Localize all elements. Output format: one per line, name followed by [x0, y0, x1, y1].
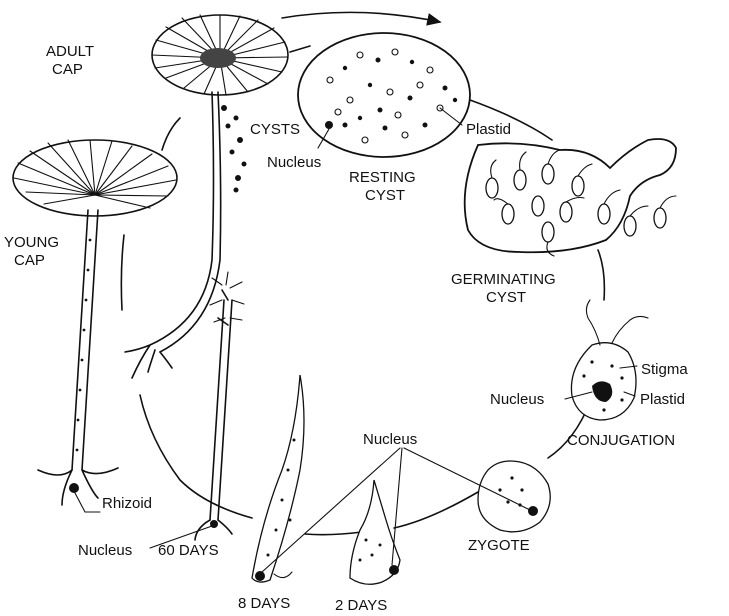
young-stalk-right [82, 210, 98, 470]
sixty-day-stalk [210, 300, 232, 520]
label-adult: ADULT [46, 43, 94, 60]
gamete-flagella [586, 300, 648, 345]
two-day-nucleus [389, 565, 399, 575]
label-conjugation: CONJUGATION [567, 432, 675, 449]
eight-day-rhizoid [274, 572, 292, 578]
label-nucleus-gamete: Nucleus [490, 391, 544, 408]
cycle-segment-1 [290, 46, 310, 52]
label-sixty-days: 60 DAYS [158, 542, 219, 559]
eight-day-nucleus [255, 571, 265, 581]
label-plastid-cyst: Plastid [466, 121, 511, 138]
conjugating-gametes [571, 300, 648, 420]
label-eight-days: 8 DAYS [238, 595, 290, 612]
label-germinating: GERMINATING [451, 271, 556, 288]
cycle-segment-5 [394, 492, 478, 528]
cycle-segment-6 [305, 532, 362, 535]
young-cap-disc [13, 140, 177, 216]
cycle-arrow [282, 12, 440, 22]
label-nucleus-cyst: Nucleus [267, 154, 321, 171]
gamete-body [571, 343, 636, 420]
zygote-body [478, 461, 550, 532]
adult-stalk-right [160, 92, 221, 352]
label-plastid-gamete: Plastid [640, 391, 685, 408]
label-stigma: Stigma [641, 361, 688, 378]
label-germinating-cyst: CYST [486, 289, 526, 306]
eight-day-body [252, 375, 304, 582]
label-rhizoid: Rhizoid [102, 495, 152, 512]
cycle-segment-7 [140, 395, 252, 518]
germinating-cyst [465, 139, 676, 256]
label-adult-cap: CAP [52, 61, 83, 78]
eight-day-plant [252, 375, 304, 582]
adult-stalk-left [150, 92, 214, 345]
label-nucleus-top: Nucleus [363, 431, 417, 448]
label-two-days: 2 DAYS [335, 597, 387, 614]
label-zygote: ZYGOTE [468, 537, 530, 554]
young-nucleus [69, 483, 79, 493]
label-young: YOUNG [4, 234, 59, 251]
label-nucleus-bottom: Nucleus [78, 542, 132, 559]
released-cysts [221, 105, 247, 193]
label-resting-cyst: CYST [365, 187, 405, 204]
adult-cap-center [200, 48, 236, 68]
resting-cyst-nucleus [325, 121, 333, 129]
label-resting: RESTING [349, 169, 416, 186]
cycle-segment-8 [121, 235, 124, 310]
young-stalk-left [72, 210, 88, 470]
young-plant [13, 140, 177, 505]
zygote [478, 461, 550, 532]
zygote-nucleus [528, 506, 538, 516]
label-cysts: CYSTS [250, 121, 300, 138]
resting-cyst [298, 33, 470, 157]
cycle-segment-9 [162, 118, 180, 150]
label-young-cap: CAP [14, 252, 45, 269]
cycle-segment-3 [598, 250, 604, 300]
